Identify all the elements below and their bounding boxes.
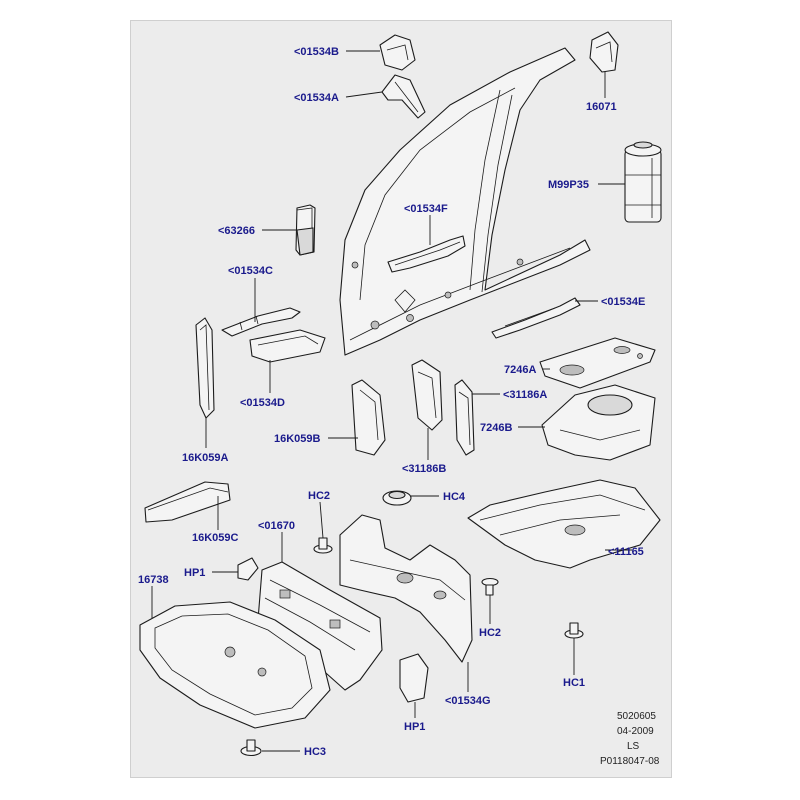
part-7246A	[539, 337, 656, 389]
label-01534E: <01534E	[601, 296, 645, 308]
part-31186A	[454, 379, 475, 456]
part-01534E	[491, 297, 581, 339]
part-16071	[589, 31, 619, 73]
part-01534A	[381, 74, 426, 119]
part-HC3-clip	[240, 739, 262, 757]
label-HC3: HC3	[304, 746, 326, 758]
part-16K059C	[144, 481, 231, 523]
label-16K059A: 16K059A	[182, 452, 229, 464]
label-HP1-lower: HP1	[404, 721, 425, 733]
label-HC4: HC4	[443, 491, 466, 503]
label-HP1-left: HP1	[184, 567, 205, 579]
part-HC4-grommet	[382, 490, 412, 506]
part-01534B	[379, 34, 416, 71]
body-side-frame	[339, 47, 591, 356]
reference-stamp: 5020605 04-2009 LS P0118047-08	[600, 711, 660, 767]
part-HC1-clip	[564, 622, 584, 639]
label-31186B: <31186B	[402, 463, 446, 475]
label-01534C: <01534C	[228, 265, 273, 277]
stamp-part-number: P0118047-08	[600, 756, 660, 767]
label-16K059C: 16K059C	[192, 532, 239, 544]
part-HP1-clip-left	[237, 557, 259, 581]
part-HC2-clip-upper	[313, 537, 333, 554]
part-HC2-clip-lower	[481, 577, 499, 596]
label-M99P35: M99P35	[548, 179, 589, 191]
label-HC1: HC1	[563, 677, 585, 689]
label-01534F: <01534F	[404, 203, 448, 215]
label-16071: 16071	[586, 101, 617, 113]
label-01534G: <01534G	[445, 695, 491, 707]
stamp-date: 04-2009	[617, 726, 654, 737]
part-16K059B	[351, 379, 386, 456]
label-HC2-upper: HC2	[308, 490, 330, 502]
part-01534F	[387, 235, 466, 273]
part-11165	[467, 479, 661, 569]
label-HC2-lower: HC2	[479, 627, 501, 639]
part-01534G	[339, 514, 473, 663]
label-16K059B: 16K059B	[274, 433, 321, 445]
part-16738	[139, 601, 331, 729]
label-01534B: <01534B	[294, 46, 339, 58]
stamp-code: 5020605	[617, 711, 656, 722]
part-01534C	[221, 307, 301, 337]
label-7246A: 7246A	[504, 364, 536, 376]
leader-lines	[151, 50, 632, 752]
part-63266	[295, 204, 316, 256]
label-01670: <01670	[258, 520, 295, 532]
part-HP1-bracket-lower	[399, 653, 429, 703]
part-31186B	[411, 359, 443, 431]
callout-labels: <01534B <01534A 16071 M99P35 <63266 <015…	[138, 46, 645, 758]
part-01534D	[249, 329, 326, 363]
label-7246B: 7246B	[480, 422, 512, 434]
stamp-region: LS	[627, 741, 640, 752]
part-7246B	[541, 384, 656, 461]
label-31186A: <31186A	[503, 389, 547, 401]
label-16738: 16738	[138, 574, 169, 586]
part-16K059A	[195, 317, 215, 419]
part-M99P35-aerosol-can	[624, 141, 662, 223]
label-01534D: <01534D	[240, 397, 285, 409]
label-01534A: <01534A	[294, 92, 339, 104]
label-63266: <63266	[218, 225, 255, 237]
label-11165: <11165	[608, 546, 644, 558]
